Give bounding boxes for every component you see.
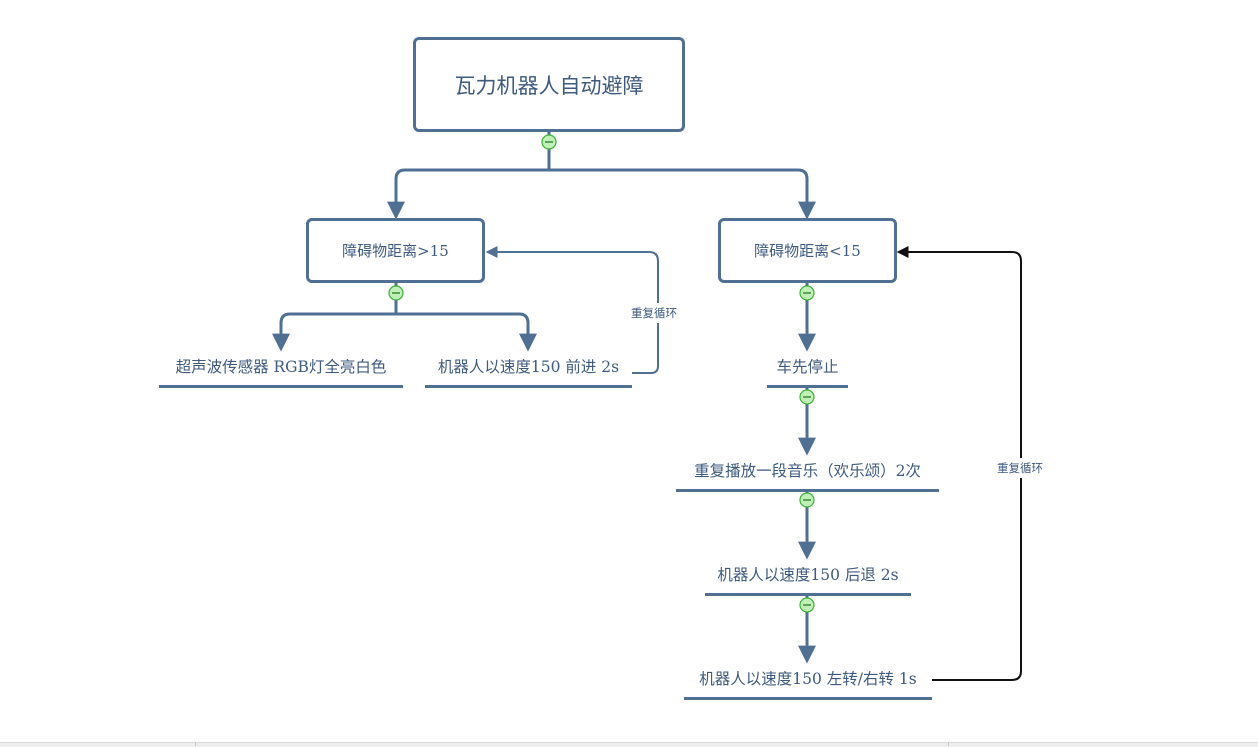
root-node[interactable]: 瓦力机器人自动避障 — [413, 37, 685, 132]
loop-label-right: 重复循环 — [995, 458, 1045, 478]
leaf-stop-label: 车先停止 — [776, 358, 839, 376]
leaf-node-stop[interactable]: 车先停止 — [767, 348, 848, 388]
collapse-toggle-left[interactable] — [388, 285, 404, 301]
loop-label-left: 重复循环 — [629, 303, 679, 323]
connector-root-right — [549, 168, 816, 220]
horizontal-scrollbar-track[interactable] — [0, 742, 1258, 747]
leaf-forward-label: 机器人以速度150 前进 2s — [437, 358, 620, 376]
root-node-label: 瓦力机器人自动避障 — [454, 73, 644, 98]
condition-left-label: 障碍物距离>15 — [342, 242, 449, 260]
leaf-node-turn[interactable]: 机器人以速度150 左转/右转 1s — [684, 660, 932, 700]
collapse-toggle-step3[interactable] — [799, 597, 815, 613]
leaf-turn-label: 机器人以速度150 左转/右转 1s — [699, 670, 917, 688]
condition-node-left[interactable]: 障碍物距离>15 — [306, 218, 485, 283]
leaf-node-rgb-light[interactable]: 超声波传感器 RGB灯全亮白色 — [159, 348, 403, 388]
leaf-rgb-light-label: 超声波传感器 RGB灯全亮白色 — [175, 358, 387, 376]
collapse-toggle-right[interactable] — [799, 285, 815, 301]
horizontal-scrollbar-thumb[interactable] — [195, 742, 949, 746]
leaf-backward-label: 机器人以速度150 后退 2s — [717, 566, 899, 584]
connector-left-move — [396, 312, 537, 352]
leaf-music-label: 重复播放一段音乐（欢乐颂）2次 — [694, 462, 921, 480]
condition-right-label: 障碍物距离<15 — [754, 242, 861, 260]
collapse-toggle-step2[interactable] — [799, 492, 815, 508]
collapse-toggle-step1[interactable] — [799, 389, 815, 405]
condition-node-right[interactable]: 障碍物距离<15 — [718, 218, 897, 283]
connector-left-light — [272, 283, 398, 352]
leaf-node-music[interactable]: 重复播放一段音乐（欢乐颂）2次 — [676, 452, 939, 492]
leaf-node-backward[interactable]: 机器人以速度150 后退 2s — [705, 556, 911, 596]
connector-root-left — [387, 132, 551, 220]
collapse-toggle-root[interactable] — [541, 134, 557, 150]
leaf-node-forward[interactable]: 机器人以速度150 前进 2s — [425, 348, 632, 388]
